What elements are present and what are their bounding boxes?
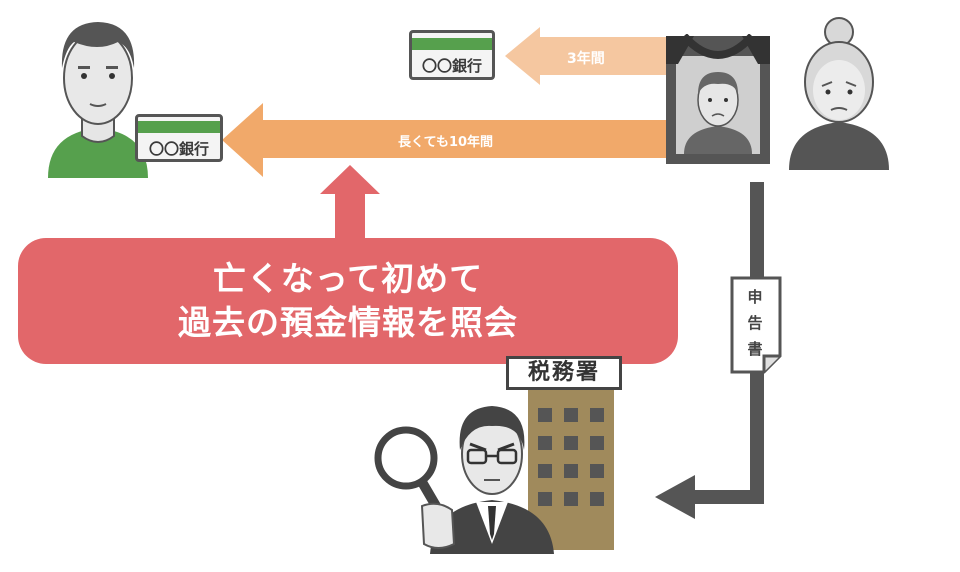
tax-return-doc-icon: [730, 276, 782, 374]
son-icon: [48, 22, 148, 178]
bankbook-large: 〇〇銀行: [135, 114, 223, 162]
callout-line2: 過去の預金情報を照会: [178, 303, 518, 342]
bankbook-large-label: 〇〇銀行: [148, 140, 209, 158]
callout-box: 亡くなって初めて 過去の預金情報を照会: [18, 238, 678, 364]
arrow-10years: [222, 103, 666, 177]
up-arrow: [320, 165, 380, 238]
building-icon: [528, 388, 614, 550]
widow-icon: [789, 17, 889, 170]
arrow-3years: [505, 27, 666, 85]
magnifier-icon: [374, 426, 456, 549]
tax-return-char-2: 告: [747, 314, 763, 332]
arrow-10years-label: 長くても10年間: [398, 135, 494, 150]
tax-return-char-3: 書: [747, 340, 763, 358]
bankbook-small-label: 〇〇銀行: [421, 57, 482, 75]
tax-office-sign: 税務署: [506, 356, 622, 390]
callout-line1: 亡くなって初めて: [212, 259, 484, 298]
tax-inspector-icon: [430, 406, 554, 554]
tax-return-char-1: 申: [747, 288, 763, 306]
deceased-portrait-icon: [666, 34, 770, 164]
arrow-3years-label: 3年間: [567, 51, 605, 67]
report-arrowhead: [655, 475, 695, 519]
bankbook-small: 〇〇銀行: [409, 30, 495, 80]
